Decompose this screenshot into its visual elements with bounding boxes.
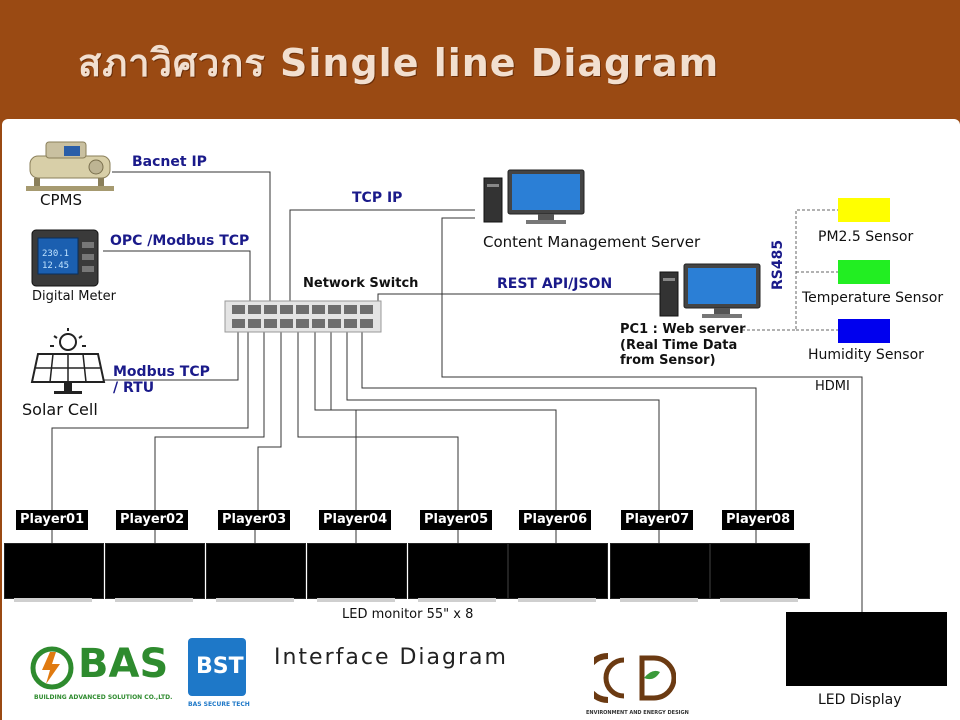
eed-logo-subtitle: ENVIRONMENT AND ENERGY DESIGN bbox=[586, 710, 689, 716]
led-display-screen bbox=[786, 612, 947, 686]
humidity-sensor-swatch bbox=[838, 319, 890, 343]
bst-logo-text: BST bbox=[196, 654, 244, 679]
led-monitor bbox=[710, 543, 810, 599]
server-label: Content Management Server bbox=[483, 233, 701, 251]
player-05: Player05 bbox=[420, 510, 493, 530]
eed-logo-icon bbox=[594, 653, 676, 703]
digital-meter-icon: 230.1 12.45 bbox=[31, 229, 99, 287]
solar-panel-icon bbox=[30, 328, 106, 394]
chiller-icon bbox=[26, 141, 114, 191]
monitor-stand bbox=[14, 598, 92, 602]
led-monitor bbox=[206, 543, 306, 599]
player-04: Player04 bbox=[319, 510, 392, 530]
bacnet-label: Bacnet IP bbox=[132, 154, 207, 170]
tcp-ip-label: TCP IP bbox=[352, 190, 403, 206]
pc1-label-line1: PC1 : Web server bbox=[620, 322, 746, 337]
opc-modbus-label: OPC /Modbus TCP bbox=[110, 233, 250, 249]
bas-logo-icon bbox=[30, 646, 74, 690]
monitor-stand bbox=[317, 598, 395, 602]
bas-logo-subtitle: BUILDING ADVANCED SOLUTION CO.,LTD. bbox=[34, 694, 173, 701]
temperature-sensor-swatch bbox=[838, 260, 890, 284]
led-monitor bbox=[408, 543, 508, 599]
svg-text:12.45: 12.45 bbox=[42, 261, 69, 271]
pm25-sensor-swatch bbox=[838, 198, 890, 222]
server-computer-icon bbox=[483, 169, 585, 224]
monitor-stand bbox=[620, 598, 698, 602]
rs485-label: RS485 bbox=[770, 239, 786, 290]
pc1-label-line3: from Sensor) bbox=[620, 353, 716, 368]
cpms-label: CPMS bbox=[40, 191, 82, 209]
digital-meter-label: Digital Meter bbox=[32, 289, 116, 304]
pm25-sensor-label: PM2.5 Sensor bbox=[818, 229, 914, 245]
network-switch-label: Network Switch bbox=[303, 276, 419, 291]
led-monitor bbox=[508, 543, 608, 599]
modbus-rtu-label: / RTU bbox=[113, 380, 155, 396]
header-bar: สภาวิศวกร Single line Diagram bbox=[0, 0, 960, 118]
bst-logo-subtitle: BAS SECURE TECH bbox=[188, 701, 250, 708]
player-03: Player03 bbox=[218, 510, 291, 530]
bst-logo-badge bbox=[188, 638, 246, 696]
led-monitor bbox=[610, 543, 710, 599]
led-monitor bbox=[4, 543, 104, 599]
monitor-stand bbox=[720, 598, 798, 602]
monitor-stand bbox=[518, 598, 596, 602]
pc-web-server-icon bbox=[659, 263, 761, 318]
player-06: Player06 bbox=[519, 510, 592, 530]
temperature-sensor-label: Temperature Sensor bbox=[802, 290, 944, 306]
led-monitor bbox=[307, 543, 407, 599]
pc1-label-line2: (Real Time Data bbox=[620, 338, 738, 353]
monitor-stand bbox=[115, 598, 193, 602]
solar-cell-label: Solar Cell bbox=[22, 400, 98, 419]
monitor-stand bbox=[418, 598, 496, 602]
player-08: Player08 bbox=[722, 510, 795, 530]
monitor-caption: LED monitor 55" x 8 bbox=[342, 607, 474, 622]
hdmi-label: HDMI bbox=[815, 379, 850, 394]
humidity-sensor-label: Humidity Sensor bbox=[808, 347, 924, 363]
interface-diagram-caption: Interface Diagram bbox=[274, 645, 508, 670]
player-01: Player01 bbox=[16, 510, 89, 530]
rest-api-label: REST API/JSON bbox=[497, 276, 613, 292]
page-title: สภาวิศวกร Single line Diagram bbox=[78, 41, 720, 85]
led-monitor bbox=[105, 543, 205, 599]
player-07: Player07 bbox=[621, 510, 694, 530]
bas-logo-text: BAS bbox=[78, 641, 169, 687]
monitor-stand bbox=[216, 598, 294, 602]
player-02: Player02 bbox=[116, 510, 189, 530]
network-switch-icon bbox=[224, 300, 382, 333]
modbus-tcp-label: Modbus TCP bbox=[113, 364, 210, 380]
led-display-label: LED Display bbox=[818, 692, 902, 708]
svg-text:230.1: 230.1 bbox=[42, 249, 69, 259]
